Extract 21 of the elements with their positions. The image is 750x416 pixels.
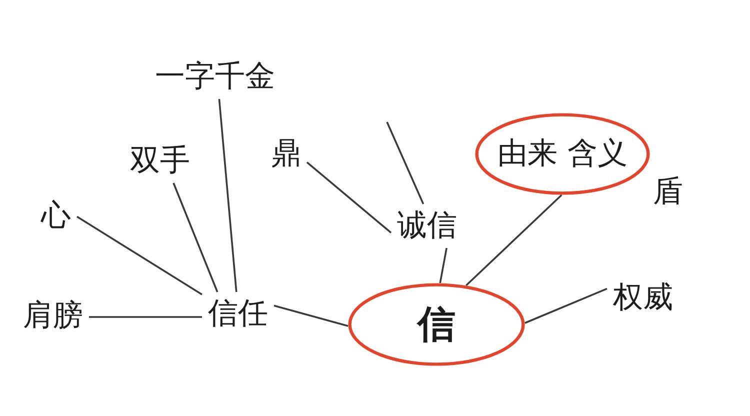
connector-line xyxy=(524,288,608,324)
keyword: 一字千金 xyxy=(155,61,275,92)
circled-keyword: 信 xyxy=(348,283,525,366)
connector-line xyxy=(386,122,424,204)
keyword: 权威 xyxy=(613,282,673,314)
connector-line xyxy=(439,248,448,284)
connector-line xyxy=(466,194,562,286)
keyword: 信任 xyxy=(208,298,268,330)
keyword: 鼎 xyxy=(271,138,301,170)
connector-line xyxy=(76,216,202,296)
connector-line xyxy=(274,304,348,327)
keyword: 盾 xyxy=(653,176,683,208)
connector-line xyxy=(172,182,218,292)
connector-line xyxy=(89,316,202,318)
keyword: 诚信 xyxy=(397,210,457,242)
keyword: 肩膀 xyxy=(23,300,83,332)
keyword: 双手 xyxy=(130,145,190,176)
connector-line xyxy=(306,162,392,234)
circled-keyword: 由来 含义 xyxy=(475,113,650,195)
connector-line xyxy=(218,98,238,292)
keyword: 心 xyxy=(41,200,71,232)
